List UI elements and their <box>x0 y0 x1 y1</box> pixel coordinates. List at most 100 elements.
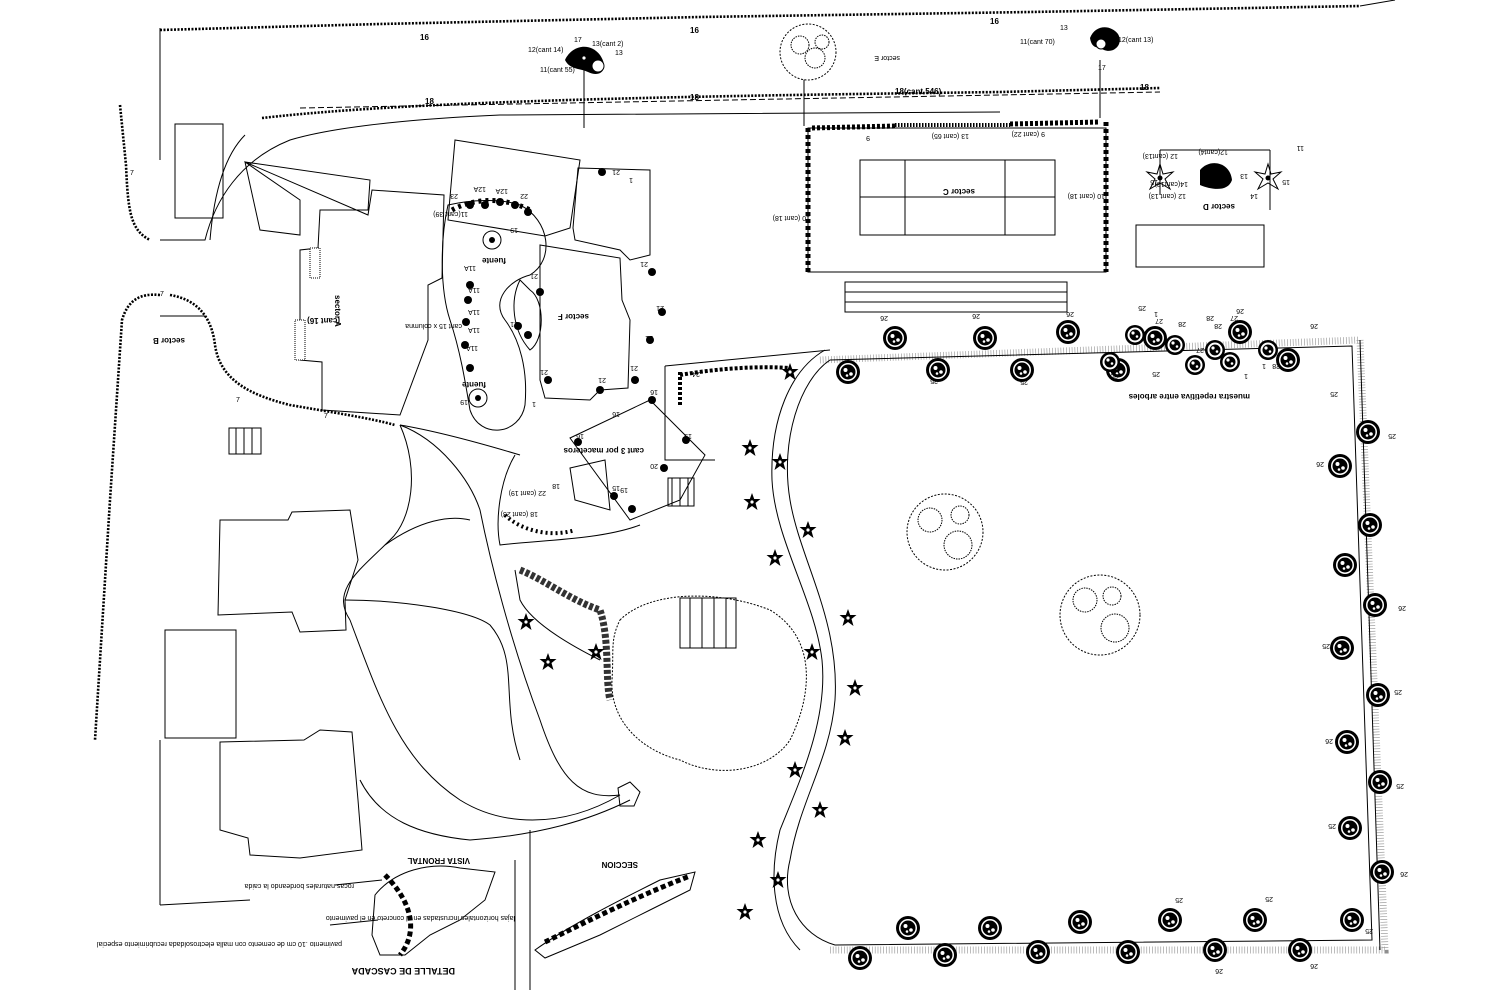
detalle-title: DETALLE DE CASCADA <box>351 966 455 976</box>
tree-label-32: 25 <box>1265 895 1273 902</box>
garden-tree-corner <box>836 360 860 384</box>
tree-label-9: 28 <box>1206 314 1214 321</box>
shrub-dot <box>466 281 474 289</box>
tree-label-20: 25 <box>1330 390 1338 397</box>
fuente-label-14: 21 <box>656 304 664 311</box>
detalle-cascada: DETALLE DE CASCADA VISTA FRONTAL SECCION… <box>96 856 696 976</box>
palm-star-6 <box>839 609 857 626</box>
fuente-area: fuente fuente sector F 12A12A222311(cant… <box>433 168 666 431</box>
edge-7-c: 7 <box>236 397 240 404</box>
garden-tree-18 <box>1338 816 1362 840</box>
planter-label-4: 19 <box>620 486 628 493</box>
tree-label-6: 1 <box>1154 310 1158 317</box>
fuente-label-7: 11A <box>468 286 480 293</box>
garden-tree-13 <box>1363 593 1387 617</box>
tree-label-2: 26 <box>972 312 980 319</box>
shrub-dot <box>496 198 504 206</box>
fuente-label-6: 11A <box>464 264 476 271</box>
garden-tree-15 <box>1366 683 1390 707</box>
planter-label-10: 24 <box>692 370 700 377</box>
palm-star-7 <box>803 643 821 660</box>
tree-label-7: 27 <box>1155 317 1163 324</box>
edge-7-b: 7 <box>160 291 164 298</box>
garden-shrub-1 <box>1125 325 1145 345</box>
shrub-dot <box>524 331 532 339</box>
planter-label-5: 15 <box>612 484 620 491</box>
planter-label-7: 18 <box>552 482 560 489</box>
garden-shrub-6 <box>1258 340 1278 360</box>
fuente-label-12: 21 <box>612 168 620 175</box>
tree-label-1: 25 <box>930 377 938 384</box>
garden-shrub-5 <box>1220 352 1240 372</box>
shrub-dot <box>481 201 489 209</box>
fuente-label-21: 1 <box>629 176 633 183</box>
palm-star-14 <box>749 831 767 848</box>
shrub-dot <box>596 386 604 394</box>
court-9: 9 <box>866 134 870 141</box>
planter-shrub <box>628 505 636 513</box>
fuente-label-15: 21 <box>645 334 653 341</box>
tree-label-18: 26 <box>1236 307 1244 314</box>
cluster-left-c: 17 <box>574 37 582 44</box>
tree-label-12: 27 <box>1230 314 1238 321</box>
lawn-tree-1 <box>906 493 984 571</box>
sector-e-label: sector E <box>874 54 900 61</box>
strip-16-c: 16 <box>990 17 999 26</box>
tree-label-31: 26 <box>1310 962 1318 969</box>
strip-18-a: 18 <box>425 97 434 106</box>
fuente-label-3: 23 <box>450 192 458 199</box>
palm-star-2 <box>771 453 789 470</box>
tree-label-33: 26 <box>1215 967 1223 974</box>
shrub-dot <box>598 168 606 176</box>
tree-label-30: 25 <box>1365 927 1373 934</box>
garden-tree-20 <box>1340 908 1364 932</box>
cant15col-label: cant 15 x columna <box>405 322 462 329</box>
fuente-label-4: 11(cant 39) <box>433 210 468 217</box>
fuente-label-2: 22 <box>520 192 528 199</box>
garden-tree-25 <box>1116 940 1140 964</box>
sector-a-label: sector A <box>333 295 342 327</box>
garden-tree-7 <box>1228 320 1252 344</box>
garden-tree-29 <box>933 943 957 967</box>
edge-7-d: 7 <box>324 413 328 420</box>
cascade-tree-cluster <box>514 566 807 771</box>
planter-label-0: 16 <box>576 432 584 439</box>
planter-label-6: 16 <box>650 388 658 395</box>
garden-tree-27 <box>1026 940 1050 964</box>
buildings: (cant 16) sector A sector B cant 15 x co… <box>153 139 651 859</box>
cluster-left-d: 13 <box>615 50 623 57</box>
garden-tree-12 <box>1333 553 1357 577</box>
tree-label-26: 26 <box>1325 737 1333 744</box>
shrub-dot <box>514 322 522 330</box>
garden-tree-11 <box>1358 513 1382 537</box>
tree-label-27: 25 <box>1396 782 1404 789</box>
top-strip: 16 16 16 18 18 18(cant 546) 18 12(cant 1… <box>159 0 1396 160</box>
palm-star-1 <box>741 439 759 456</box>
tree-label-13: 28 <box>1272 362 1280 369</box>
cluster-left-a: 12(cant 14) <box>528 47 563 54</box>
fuente-label-9: 11A <box>468 326 480 333</box>
palm-star-10 <box>786 761 804 778</box>
garden-tree-31 <box>848 946 872 970</box>
shrub-dot <box>544 376 552 384</box>
court-top-a: 13 (cant 65) <box>932 132 969 139</box>
cluster-right-c: 11(cant 70) <box>1020 39 1055 46</box>
garden-tree-17 <box>1368 770 1392 794</box>
sector-d-label-7: 13 <box>1240 172 1248 179</box>
garden-tree-4 <box>1056 320 1080 344</box>
palm-star-8 <box>846 679 864 696</box>
strip-16-a: 16 <box>420 33 429 42</box>
sector-d-label-8: 14 <box>1250 192 1258 199</box>
tree-label-8: 28 <box>1178 320 1186 327</box>
muestra-label: muestra repetitiva entre arboles <box>1128 392 1250 401</box>
sector-d-label-0: 12 (cant13) <box>1143 152 1178 159</box>
tree-label-24: 25 <box>1322 642 1330 649</box>
planter-area: cant 3 por maceteros 161619201915161822 … <box>501 349 831 536</box>
garden-tree-19 <box>1370 860 1394 884</box>
sector-f-building-label: (cant 16) <box>307 316 340 325</box>
garden-tree-16 <box>1335 730 1359 754</box>
garden-tree-26 <box>1068 910 1092 934</box>
court-right-hedge: 10 (cant 18) <box>1068 192 1105 199</box>
tree-top-center <box>779 23 837 81</box>
